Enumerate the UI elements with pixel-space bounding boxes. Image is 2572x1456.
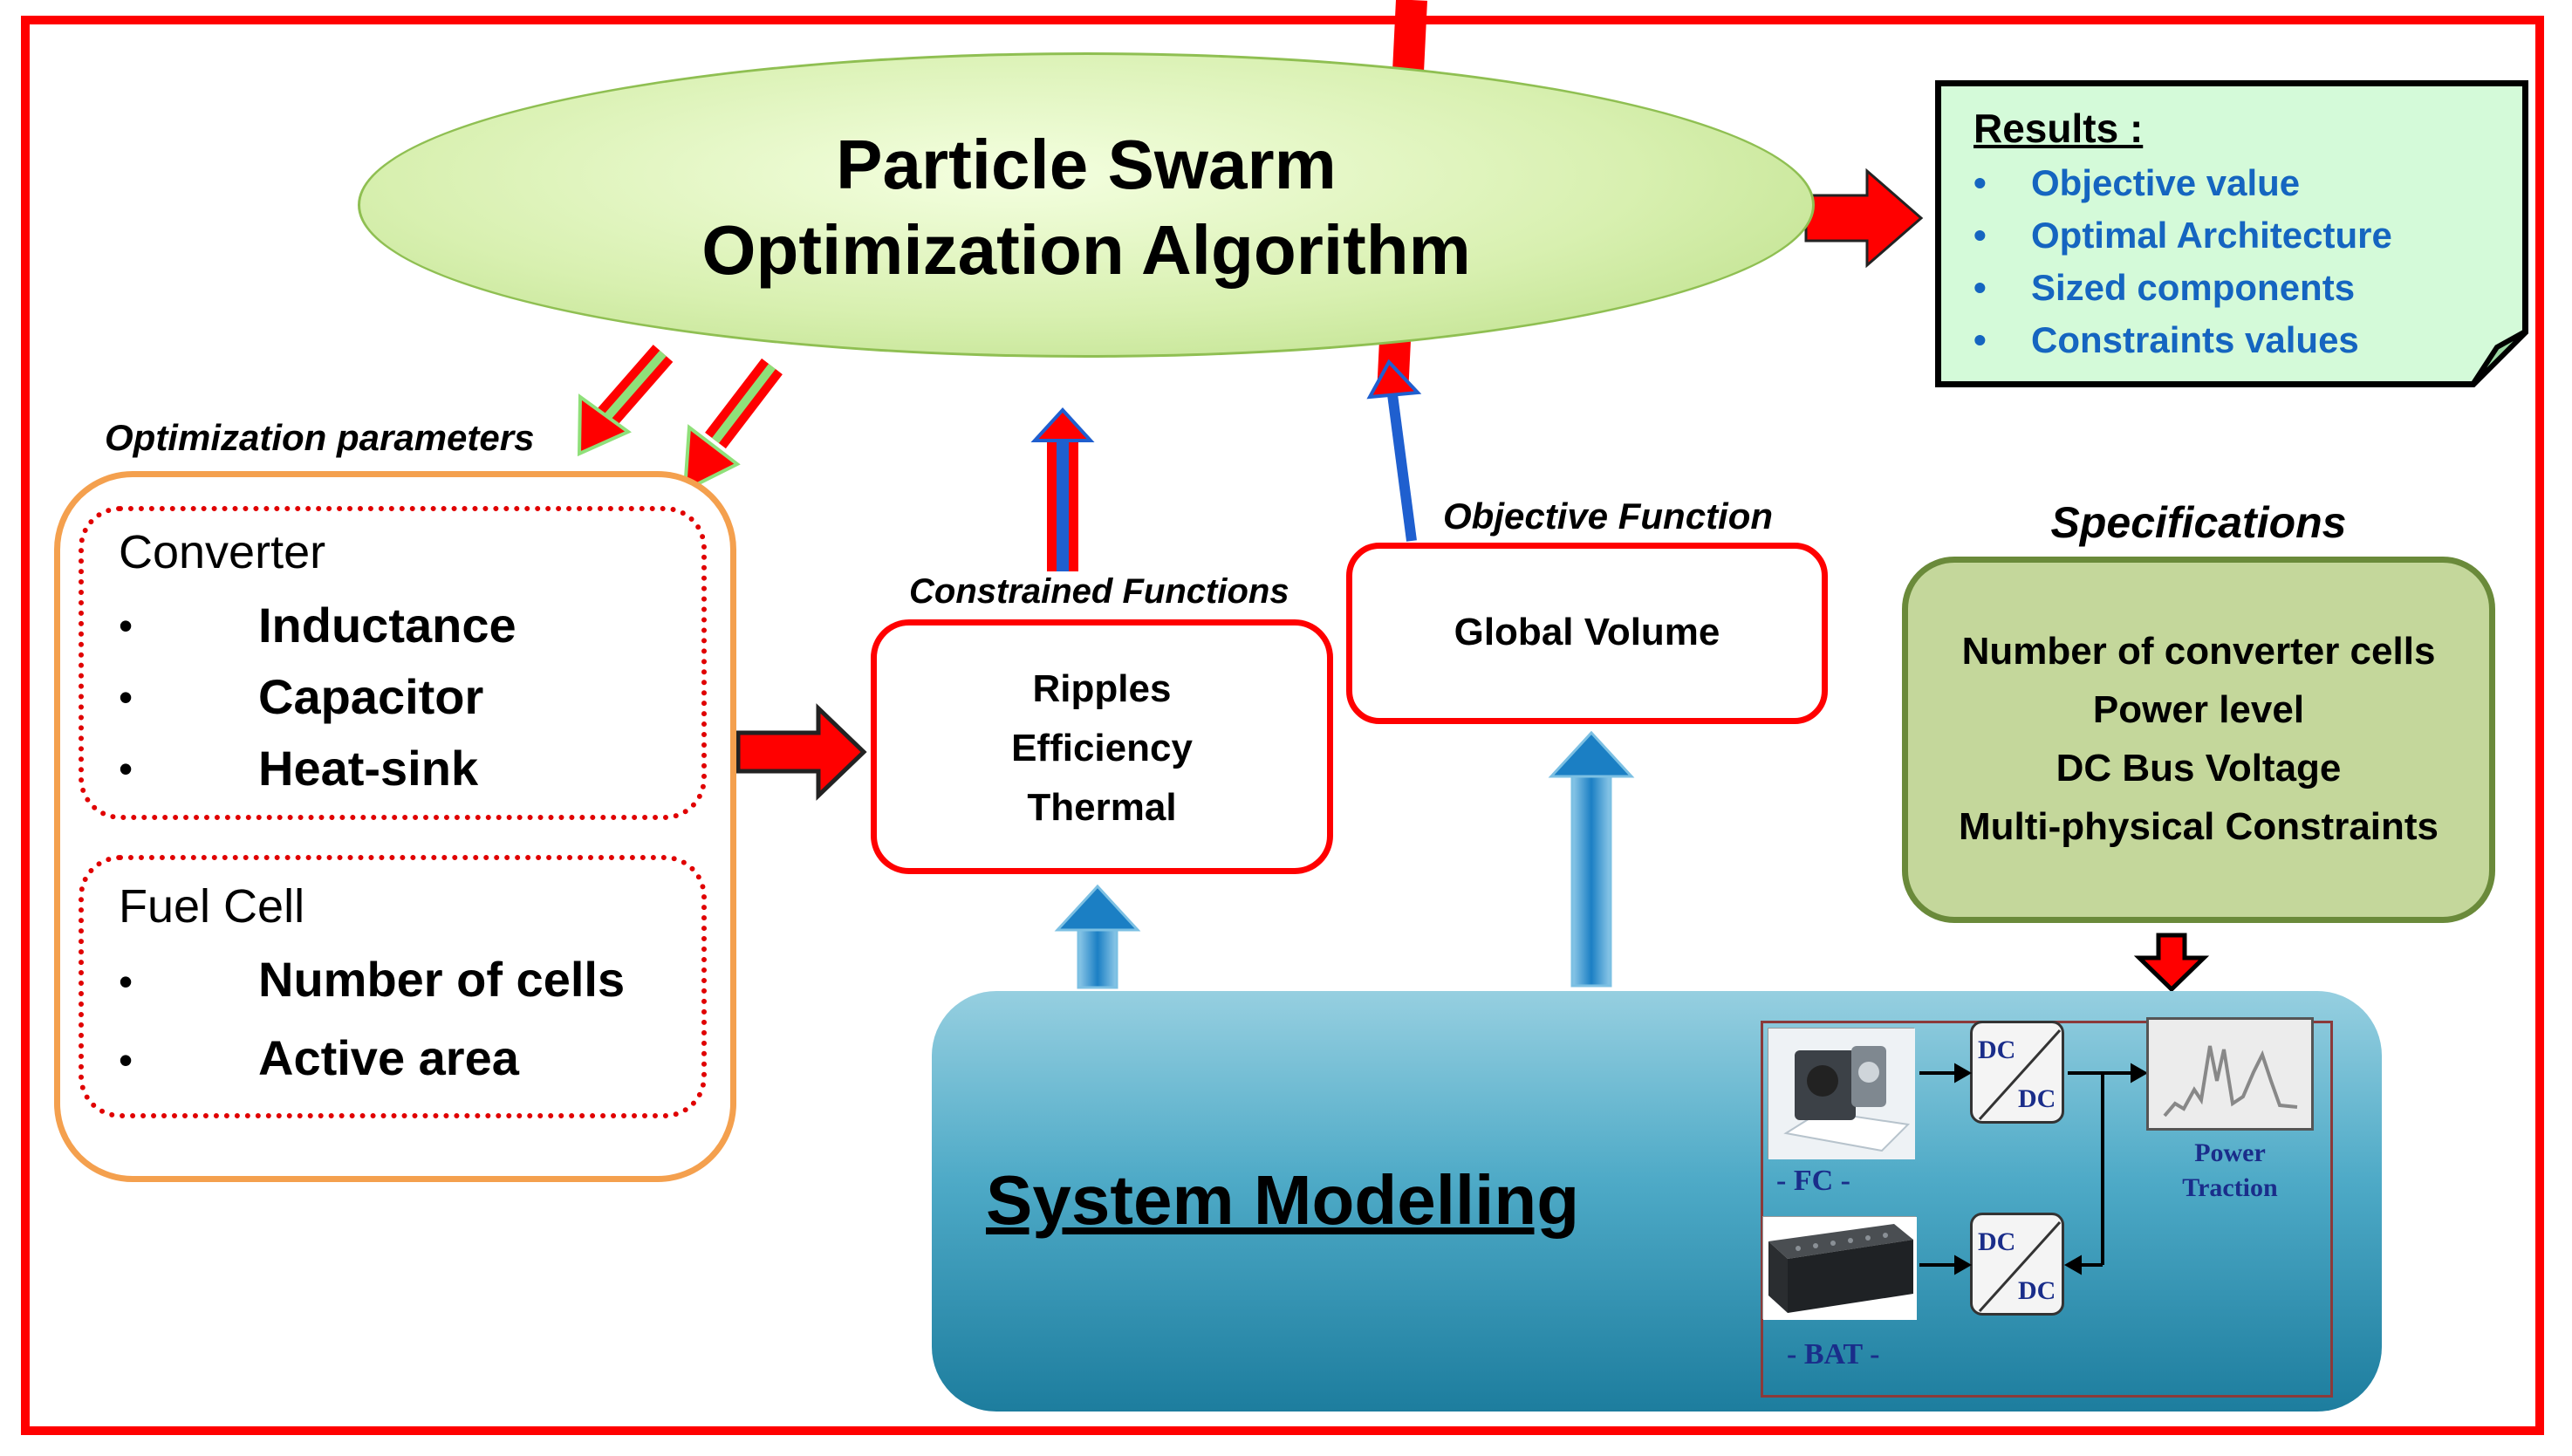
pso-to-results-arrow [1804, 167, 1924, 269]
param-inductance: Inductance [258, 598, 516, 653]
results-item-text: Sized components [2031, 267, 2356, 308]
system-modelling-title: System Modelling [986, 1161, 1580, 1239]
spec-item: Power level [2092, 688, 2305, 731]
battery-icon [1763, 1217, 1917, 1320]
pso-to-params-arrow-2 [682, 358, 783, 494]
results-item: • Optimal Architecture [1973, 209, 2392, 262]
objective-function-box [1346, 543, 1828, 724]
spec-item: DC Bus Voltage [2056, 747, 2342, 790]
specifications-label: Specifications [2050, 498, 2347, 547]
specifications-list: Number of converter cells Power level DC… [1902, 622, 2495, 856]
bullet-icon: • [119, 959, 133, 1004]
results-title: Results : [1973, 106, 2144, 151]
pso-to-params-arrow-1 [577, 345, 674, 457]
model-to-constrained-arrow [1054, 884, 1141, 989]
dcdc-converter-bat: DC DC [1970, 1213, 2064, 1316]
results-item: • Sized components [1973, 262, 2392, 314]
power-profile-icon [2163, 1045, 2298, 1118]
dc-input-label: DC [1978, 1036, 2016, 1064]
param-number-of-cells: Number of cells [258, 952, 626, 1007]
param-heat-sink: Heat-sink [258, 741, 479, 796]
bullet-icon: • [1973, 267, 1987, 308]
optimization-parameters-box [54, 471, 736, 1182]
spec-to-model-arrow [2133, 933, 2210, 993]
converter-title: Converter [119, 526, 326, 578]
pso-title-line-2: Optimization Algorithm [701, 211, 1471, 289]
bullet-icon: • [1973, 162, 1987, 203]
bullet-icon: • [119, 746, 133, 791]
constraint-efficiency: Efficiency [1011, 727, 1193, 769]
objective-function-label: Objective Function [1443, 496, 1774, 537]
param-active-area: Active area [258, 1030, 519, 1085]
dc-output-label: DC [2018, 1084, 2056, 1113]
constrained-functions-list: Ripples Efficiency Thermal [871, 660, 1333, 837]
results-list: • Objective value • Optimal Architecture •… [1973, 157, 2392, 366]
constraint-ripples: Ripples [1032, 667, 1172, 710]
bullet-icon: • [119, 1037, 133, 1083]
spec-item: Multi-physical Constraints [1958, 805, 2439, 848]
constrained-functions-label: Constrained Functions [909, 572, 1289, 611]
converter-group [79, 506, 707, 820]
power-label-line-2: Traction [2182, 1173, 2278, 1202]
converter-diagonal-icon [1978, 1029, 2062, 1121]
global-volume-text: Global Volume [1454, 611, 1720, 653]
fuel-cell-title: Fuel Cell [119, 880, 305, 933]
results-item-text: Objective value [2031, 162, 2301, 203]
bullet-icon: • [1973, 319, 1987, 360]
results-item: • Constraints values [1973, 314, 2392, 366]
converter-diagonal-icon [1978, 1220, 2062, 1313]
power-traction-label: Power Traction [2146, 1136, 2314, 1206]
power-label-line-1: Power [2194, 1138, 2266, 1167]
results-item: • Objective value [1973, 157, 2392, 209]
fuel-cell-icon [1768, 1029, 1915, 1159]
results-item-text: Optimal Architecture [2031, 215, 2392, 256]
fuel-cell-group [79, 855, 707, 1118]
system-modelling-box [932, 991, 2382, 1412]
dcdc-converter-fc: DC DC [1970, 1021, 2064, 1124]
pso-title: Particle Swarm Optimization Algorithm [358, 122, 1815, 293]
model-to-objective-arrow [1548, 730, 1635, 988]
specifications-box [1902, 557, 2495, 923]
fc-label: - FC - [1776, 1165, 1850, 1197]
pso-ellipse [358, 52, 1815, 358]
bullet-icon: • [1973, 215, 1987, 256]
results-item-text: Constraints values [2031, 319, 2359, 360]
power-traction-plot [2146, 1017, 2314, 1131]
page-fold-icon [2471, 330, 2528, 387]
optimization-parameters-label: Optimization parameters [105, 417, 535, 458]
pso-title-line-1: Particle Swarm [836, 126, 1337, 203]
constraint-thermal: Thermal [1027, 786, 1177, 829]
param-capacitor: Capacitor [258, 669, 484, 724]
bullet-icon: • [119, 603, 133, 648]
outer-frame [21, 16, 2544, 1435]
params-to-constrained-arrow [735, 703, 867, 801]
dc-output-label: DC [2018, 1276, 2056, 1305]
results-note [1935, 80, 2528, 387]
constrained-to-pso-arrow [1030, 407, 1095, 571]
fuel-cell-image [1768, 1028, 1915, 1159]
bat-label: - BAT - [1787, 1338, 1880, 1371]
battery-image [1762, 1216, 1917, 1320]
dc-input-label: DC [1978, 1227, 2016, 1256]
bullet-icon: • [119, 674, 133, 720]
spec-item: Number of converter cells [1961, 630, 2436, 673]
constrained-functions-box [871, 619, 1333, 874]
